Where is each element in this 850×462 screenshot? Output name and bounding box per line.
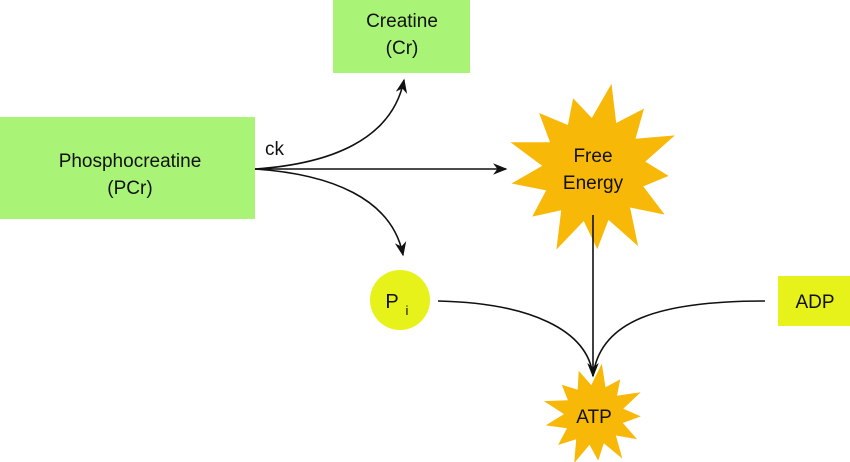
creatine-node: Creatine (Cr) [333, 0, 470, 73]
free-energy-starburst [510, 83, 675, 250]
pi-node: P i [370, 270, 430, 330]
arrow-to-creatine [254, 78, 408, 170]
free-energy-node: Free Energy [510, 83, 675, 250]
creatine-label: Creatine [366, 11, 438, 32]
arrow-to-pi [254, 168, 407, 257]
creatine-abbrev: (Cr) [386, 38, 419, 59]
atp-starburst [543, 363, 641, 462]
phosphocreatine-abbrev: (PCr) [107, 178, 152, 199]
adp-label: ADP [795, 292, 834, 313]
arrow-adp-to-atp [592, 300, 766, 377]
free-energy-label-line2: Energy [563, 173, 624, 194]
phosphocreatine-node: Phosphocreatine (PCr) [0, 117, 255, 219]
pi-label: P [385, 291, 398, 313]
enzyme-label: ck [265, 139, 285, 160]
atp-label: ATP [576, 407, 612, 428]
adp-node: ADP [778, 276, 850, 326]
free-energy-label-line1: Free [573, 146, 612, 167]
phosphocreatine-label: Phosphocreatine [59, 151, 202, 172]
arrow-pi-to-atp [437, 300, 594, 377]
pi-subscript: i [406, 303, 409, 318]
atp-node: ATP [543, 363, 641, 462]
